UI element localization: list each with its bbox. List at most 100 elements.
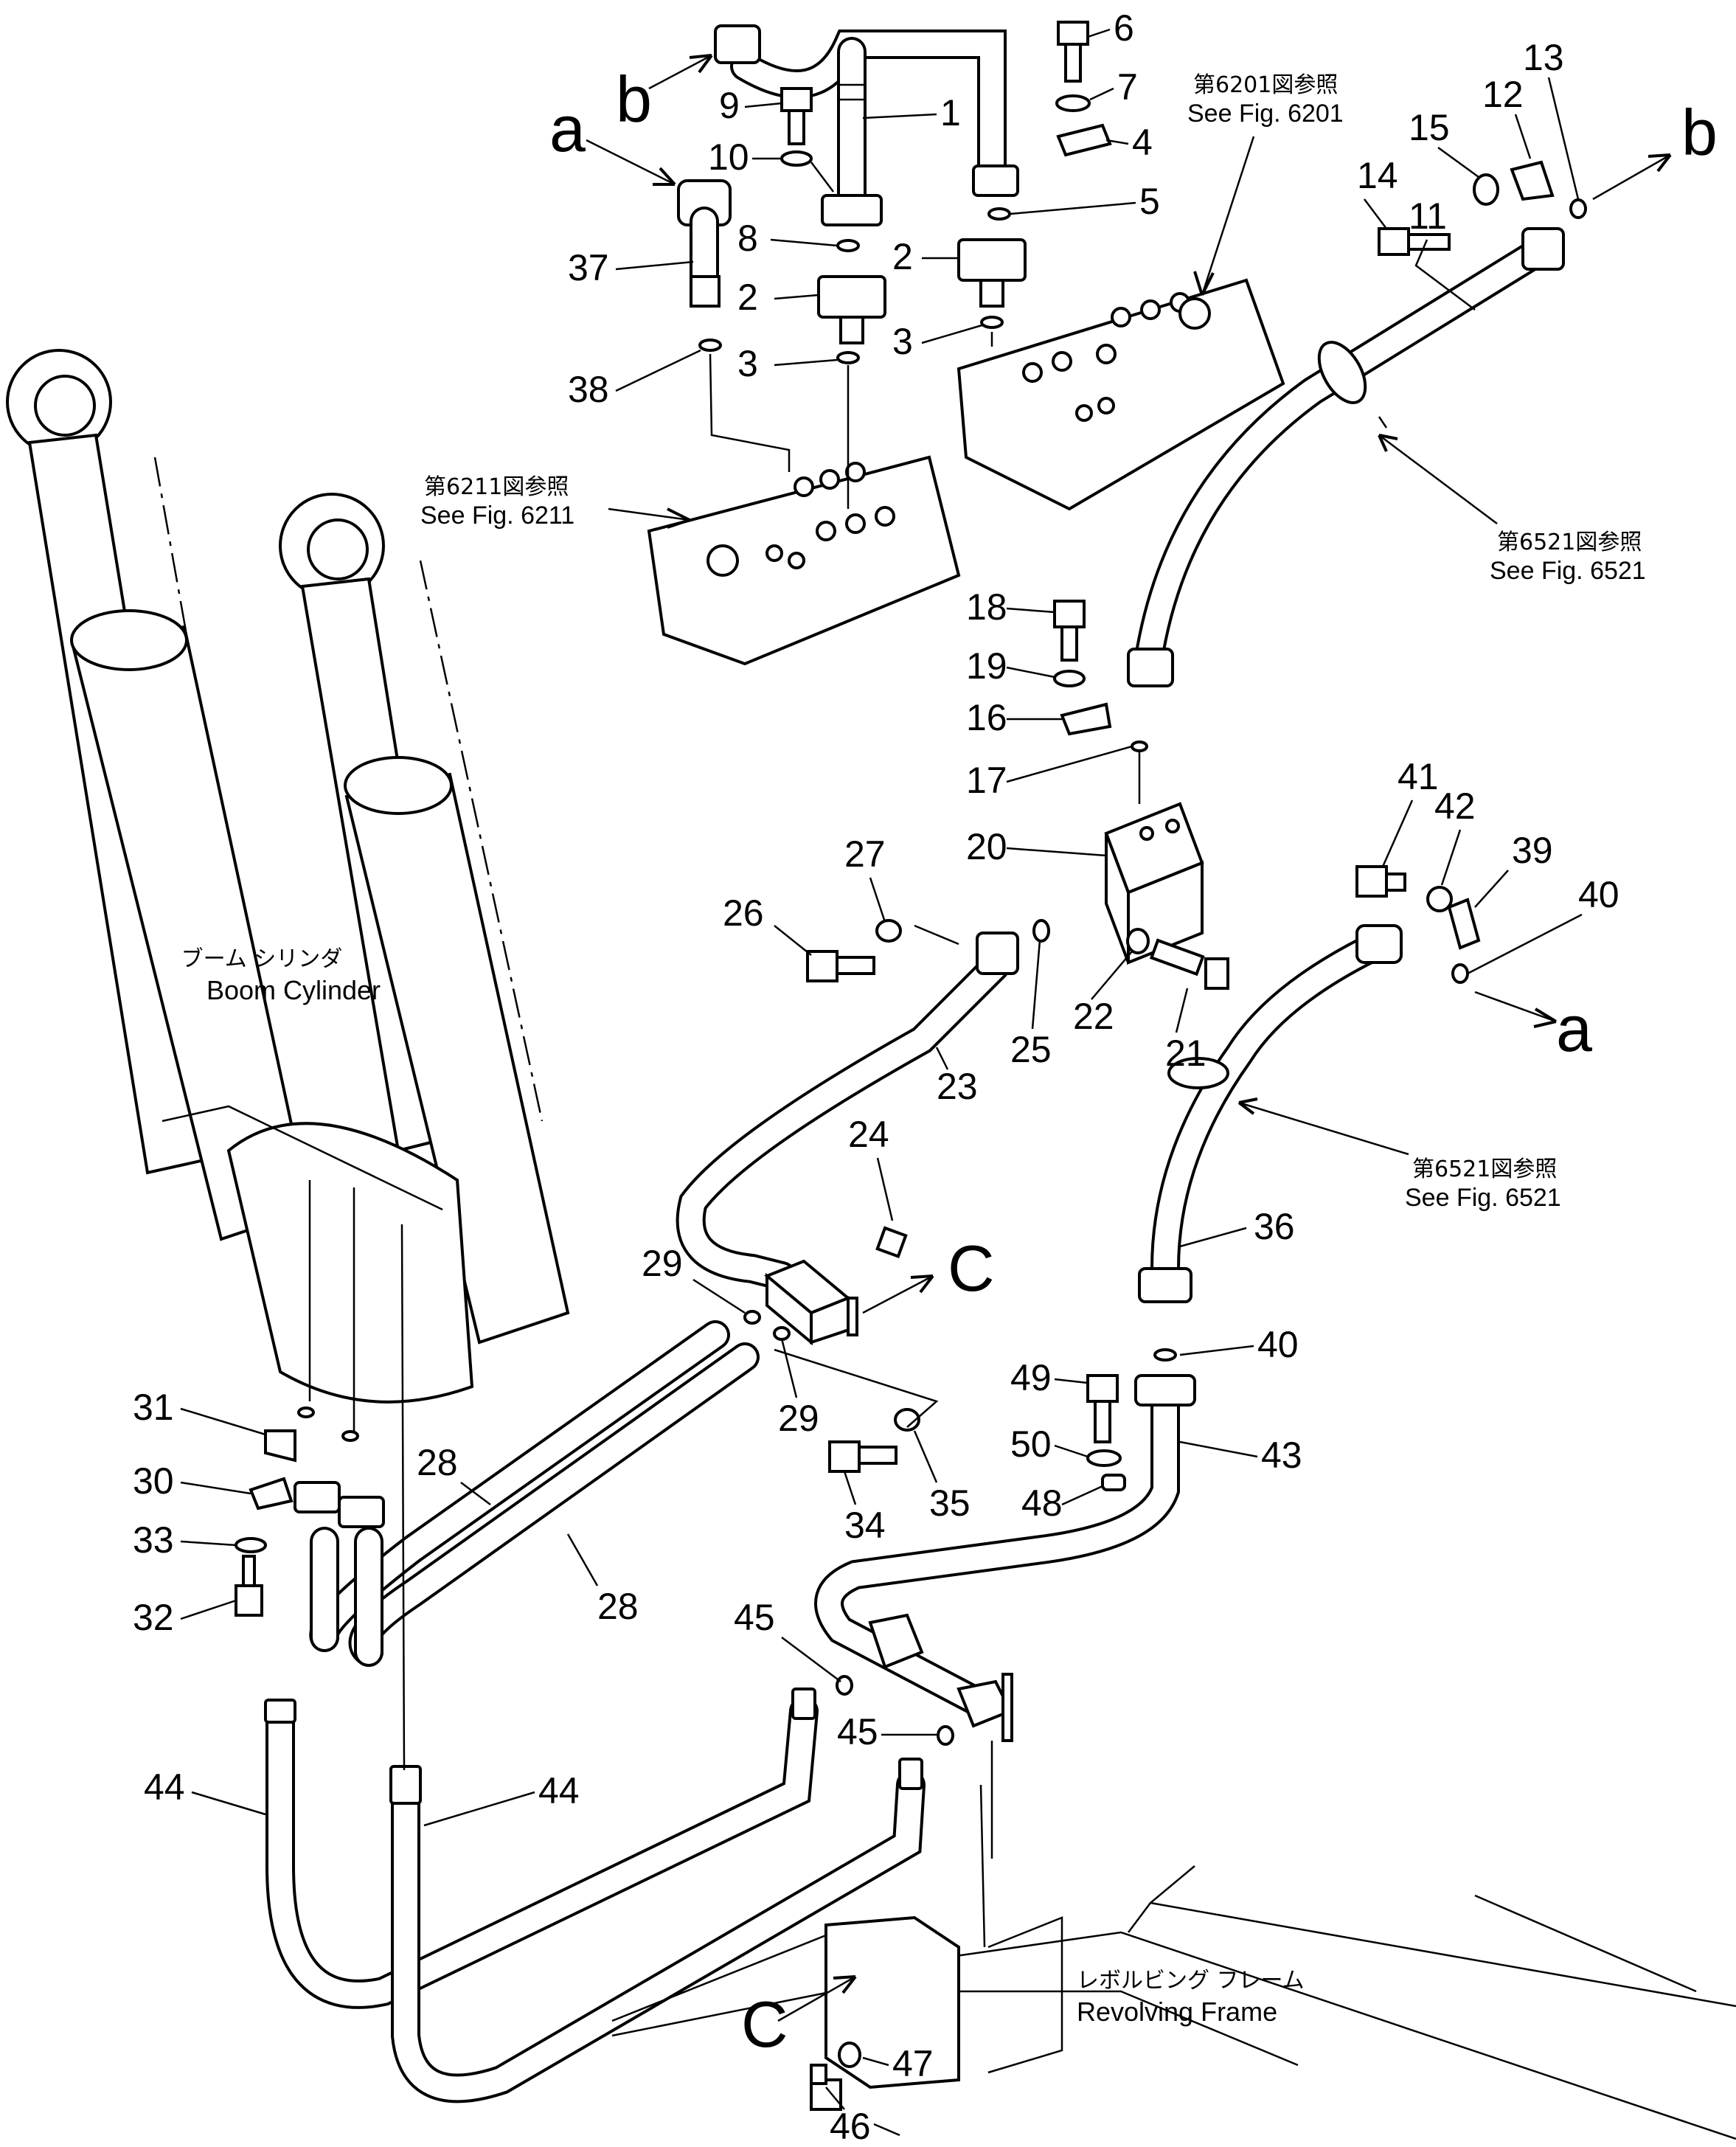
ref-6201-jp: 第6201図参照 (1193, 72, 1338, 98)
hardware-34-35 (828, 1408, 954, 1746)
part-31: 31 (133, 1387, 174, 1428)
part-34: 34 (844, 1505, 886, 1546)
hose-36 (1138, 924, 1403, 1303)
flange-2-right (957, 238, 1027, 282)
control-valve-left (647, 455, 961, 666)
part-8: 8 (737, 218, 758, 259)
hardware-26-27 (806, 919, 902, 982)
part-44-right: 44 (538, 1770, 580, 1811)
part-40-upper: 40 (1578, 874, 1619, 915)
hardware-right-top (1378, 160, 1587, 256)
ref-6201-en: See Fig. 6201 (1187, 100, 1344, 128)
part-28-upper: 28 (417, 1442, 458, 1483)
part-25: 25 (1010, 1029, 1052, 1070)
boom-cylinder-en: Boom Cylinder (206, 975, 381, 1005)
part-30: 30 (133, 1460, 174, 1502)
part-callouts: 1 2 2 3 3 4 5 6 7 8 9 10 11 12 13 14 15 … (133, 7, 1619, 2147)
block-c (764, 1226, 908, 1346)
part-6: 6 (1114, 7, 1134, 49)
revolving-frame (611, 1784, 1736, 2140)
pipe-1 (714, 24, 1019, 226)
part-33: 33 (133, 1519, 174, 1561)
part-35: 35 (929, 1482, 971, 1524)
hoses-44 (264, 1688, 926, 2103)
hardware-top (698, 21, 1112, 364)
part-27: 27 (844, 833, 886, 875)
part-47: 47 (892, 2043, 934, 2084)
part-14: 14 (1357, 155, 1398, 196)
part-46: 46 (830, 2106, 871, 2147)
part-15: 15 (1409, 107, 1450, 148)
letter-c-mid: C (948, 1232, 995, 1305)
part-19: 19 (966, 645, 1007, 687)
ref-6521a-en: See Fig. 6521 (1490, 557, 1646, 585)
part-36: 36 (1254, 1206, 1295, 1247)
revolving-frame-en: Revolving Frame (1077, 1997, 1277, 2027)
part-38: 38 (568, 369, 609, 410)
part-1: 1 (940, 92, 961, 133)
part-12: 12 (1482, 74, 1524, 115)
part-4: 4 (1132, 122, 1153, 163)
part-2-left: 2 (737, 277, 758, 318)
boom-cylinder-right (162, 493, 570, 1404)
hoses-28 (309, 1320, 760, 1667)
flange-2-right-stem (979, 279, 1004, 308)
part-21: 21 (1165, 1033, 1206, 1074)
part-11: 11 (1409, 195, 1447, 237)
letter-b-top: b (616, 63, 652, 136)
hardware-28-ends (235, 1310, 791, 1617)
part-48: 48 (1021, 1482, 1063, 1524)
revolving-frame-jp: レボルビング フレーム (1077, 1968, 1305, 1994)
part-23: 23 (937, 1066, 978, 1107)
hardware-39-42 (1153, 865, 1481, 1362)
part-43: 43 (1261, 1435, 1302, 1476)
ref-6521b-en: See Fig. 6521 (1405, 1184, 1561, 1212)
part-26: 26 (723, 892, 764, 934)
ref-6211-en: See Fig. 6211 (420, 502, 574, 530)
part-41: 41 (1398, 756, 1439, 797)
part-18: 18 (966, 586, 1007, 628)
part-29-lower: 29 (778, 1398, 819, 1439)
hardware-48-50 (1086, 1374, 1126, 1491)
part-16: 16 (966, 697, 1007, 738)
part-39: 39 (1512, 830, 1553, 871)
part-45-upper: 45 (734, 1597, 775, 1638)
letter-c-bottom: C (741, 1988, 788, 2061)
hose-11 (1127, 227, 1565, 687)
part-3-right: 3 (892, 321, 913, 362)
part-13: 13 (1523, 37, 1564, 78)
part-20: 20 (966, 826, 1007, 867)
boom-cylinder-jp: ブーム シリンダ (181, 946, 343, 972)
part-17: 17 (966, 760, 1007, 801)
pipe-23 (676, 932, 1019, 1291)
letter-b-right: b (1681, 96, 1718, 169)
part-22: 22 (1073, 996, 1114, 1037)
part-7: 7 (1117, 66, 1138, 108)
part-10: 10 (708, 136, 749, 178)
control-valve-right (956, 278, 1285, 511)
pipe-43 (814, 1374, 1196, 1742)
part-45-lower: 45 (837, 1711, 878, 1752)
boom-cylinder-left (6, 349, 312, 1241)
part-32: 32 (133, 1597, 174, 1638)
flange-2-left-stem (839, 316, 864, 344)
block-20 (1104, 802, 1204, 965)
part-2-right: 2 (892, 236, 913, 277)
assembly-leaders (308, 332, 1141, 1859)
elbow-fitting-37 (677, 179, 732, 308)
part-3-left: 3 (737, 343, 758, 384)
part-9: 9 (719, 85, 740, 126)
part-50: 50 (1010, 1423, 1052, 1465)
letter-a-right: a (1556, 992, 1592, 1065)
hardware-block-20 (1032, 600, 1229, 990)
part-28-lower: 28 (597, 1586, 639, 1627)
part-44-left: 44 (144, 1766, 185, 1808)
ref-6521b-jp: 第6521図参照 (1412, 1156, 1557, 1182)
part-37: 37 (568, 247, 609, 288)
flange-2-left (817, 275, 886, 319)
part-49: 49 (1010, 1357, 1052, 1398)
ref-6521a-jp: 第6521図参照 (1497, 530, 1642, 555)
part-24: 24 (848, 1114, 889, 1155)
